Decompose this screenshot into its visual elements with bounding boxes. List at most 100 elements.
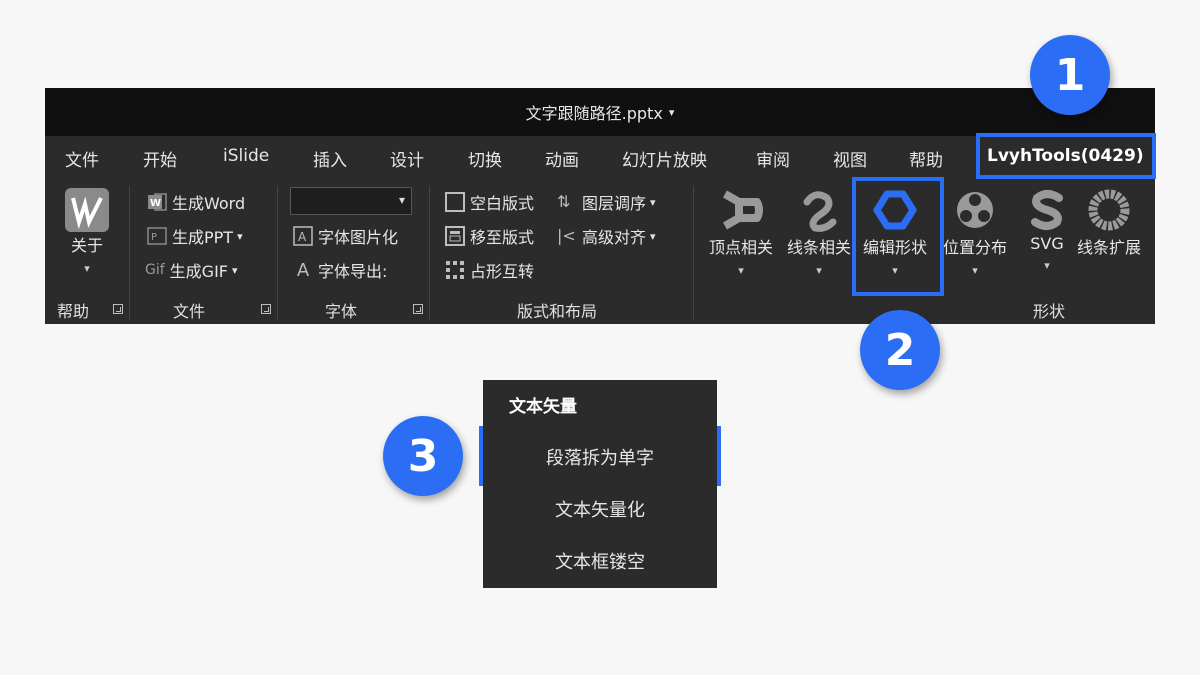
chevron-down-icon: ▾	[650, 195, 656, 209]
chevron-down-icon: ▾	[232, 263, 238, 277]
layer-order-button[interactable]: ⇅ 图层调序 ▾	[557, 190, 656, 214]
font-to-image-label: 字体图片化	[318, 228, 399, 247]
chevron-down-icon: ▾	[84, 262, 90, 275]
sort-arrows-icon: ⇅	[557, 192, 571, 211]
menu-item-textbox-hollow[interactable]: 文本框镂空	[555, 552, 645, 573]
move-to-layout-button[interactable]: 移至版式	[445, 224, 534, 248]
svg-button[interactable]: SVG ▾	[1023, 186, 1071, 272]
font-a-icon: A	[296, 260, 310, 281]
about-label: 关于	[70, 236, 103, 255]
vertex-label: 顶点相关	[709, 238, 774, 257]
tab-lvyhtools[interactable]: LvyhTools(0429)	[987, 146, 1144, 166]
highlight-lvyhtools-tab	[976, 133, 1156, 179]
placeholder-convert-button[interactable]: 占形互转	[445, 258, 534, 282]
tab-islide[interactable]: iSlide	[223, 146, 270, 166]
svg-label: SVG	[1030, 234, 1064, 253]
chevron-down-icon: ▾	[892, 264, 898, 277]
position-button[interactable]: 位置分布 ▾	[943, 186, 1007, 277]
group-separator	[129, 186, 130, 320]
position-label: 位置分布	[943, 238, 1008, 257]
blank-layout-icon	[445, 192, 465, 212]
title-bar[interactable]: 文字跟随路径.pptx ▾	[45, 88, 1155, 136]
dialog-launcher-icon[interactable]	[261, 304, 271, 314]
blank-layout-button[interactable]: 空白版式	[445, 190, 534, 214]
chevron-down-icon: ▾	[738, 264, 744, 277]
menu-item-text-vectorize[interactable]: 文本矢量化	[555, 500, 645, 521]
ring-icon	[1088, 189, 1130, 231]
group-separator	[277, 186, 278, 320]
layer-order-label: 图层调序	[582, 194, 647, 213]
generate-word-button[interactable]: W 生成Word	[147, 190, 245, 214]
group-label-layout: 版式和布局	[517, 302, 598, 321]
advanced-align-button[interactable]: |< 高级对齐 ▾	[557, 224, 656, 248]
word-icon: W	[147, 192, 167, 212]
curve-line-icon	[803, 191, 837, 232]
gif-icon: Gif	[145, 262, 165, 278]
svg-text:P: P	[151, 232, 157, 243]
move-layout-icon	[445, 226, 465, 246]
tab-design[interactable]: 设计	[390, 151, 424, 171]
tab-transitions[interactable]: 切换	[468, 151, 502, 171]
group-label-file: 文件	[173, 302, 206, 321]
line-expand-button[interactable]: 线条扩展	[1077, 186, 1141, 258]
chevron-down-icon: ▾	[1044, 259, 1050, 272]
title-dropdown-icon[interactable]: ▾	[668, 105, 675, 119]
tab-file[interactable]: 文件	[65, 151, 99, 171]
generate-ppt-button[interactable]: P 生成PPT ▾	[147, 224, 243, 248]
move-to-layout-label: 移至版式	[470, 228, 535, 247]
generate-word-label: 生成Word	[172, 194, 246, 213]
step-badge-1: 1	[1030, 35, 1110, 115]
blank-layout-label: 空白版式	[470, 194, 535, 213]
menu-header: 文本矢量	[509, 397, 577, 417]
tab-home[interactable]: 开始	[143, 151, 177, 171]
vertex-button[interactable]: 顶点相关 ▾	[709, 186, 773, 277]
vertex-icon	[723, 190, 763, 230]
group-label-font: 字体	[325, 302, 358, 321]
group-label-help: 帮助	[57, 302, 90, 321]
ribbon: 文字跟随路径.pptx ▾ 文件 开始 iSlide 插入 设计 切换 动画 幻…	[45, 88, 1155, 324]
generate-gif-label: 生成GIF	[169, 262, 228, 281]
tab-insert[interactable]: 插入	[313, 151, 347, 171]
tab-review[interactable]: 审阅	[756, 151, 790, 171]
step-badge-3: 3	[383, 416, 463, 496]
hexagon-icon	[873, 190, 917, 230]
chevron-down-icon: ▾	[398, 193, 405, 207]
group-separator	[693, 186, 694, 320]
chevron-down-icon: ▾	[816, 264, 822, 277]
dialog-launcher-icon[interactable]	[113, 304, 123, 314]
tab-animations[interactable]: 动画	[545, 151, 579, 171]
ppt-icon: P	[147, 226, 167, 246]
font-image-icon: A	[293, 226, 313, 246]
document-title: 文字跟随路径.pptx	[525, 104, 663, 123]
ribbon-tabs: 文件 开始 iSlide 插入 设计 切换 动画 幻灯片放映 审阅 视图 帮助 …	[45, 136, 1155, 180]
placeholder-convert-label: 占形互转	[470, 262, 535, 281]
tab-help[interactable]: 帮助	[909, 151, 943, 171]
font-select[interactable]: ▾	[290, 187, 412, 215]
menu-item-split-paragraph[interactable]: 段落拆为单字	[546, 448, 654, 469]
lvyh-logo-icon	[65, 188, 109, 232]
chevron-down-icon: ▾	[972, 264, 978, 277]
svg-text:W: W	[150, 198, 161, 209]
step-badge-2: 2	[860, 310, 940, 390]
line-expand-label: 线条扩展	[1077, 238, 1142, 257]
edit-shape-button[interactable]: 编辑形状 ▾	[863, 186, 927, 277]
svg-s-icon	[1031, 190, 1063, 230]
edit-shape-dropdown-menu: 文本矢量 段落拆为单字 文本矢量化 文本框镂空	[483, 380, 717, 588]
line-button[interactable]: 线条相关 ▾	[787, 186, 851, 277]
highlight-edit-shape	[852, 177, 944, 296]
tab-view[interactable]: 视图	[833, 151, 867, 171]
about-button[interactable]: 关于 ▾	[63, 188, 111, 275]
chevron-down-icon: ▾	[650, 229, 656, 243]
align-left-icon: |<	[557, 226, 576, 245]
font-export-button[interactable]: A 字体导出:	[293, 258, 388, 282]
generate-ppt-label: 生成PPT	[172, 228, 234, 247]
line-label: 线条相关	[787, 238, 852, 257]
advanced-align-label: 高级对齐	[582, 228, 647, 247]
dialog-launcher-icon[interactable]	[413, 304, 423, 314]
group-separator	[429, 186, 430, 320]
distribute-icon	[957, 192, 993, 228]
generate-gif-button[interactable]: Gif 生成GIF ▾	[145, 258, 238, 282]
font-to-image-button[interactable]: A 字体图片化	[293, 224, 398, 248]
tab-slideshow[interactable]: 幻灯片放映	[622, 151, 707, 171]
font-export-label: 字体导出:	[318, 262, 388, 281]
